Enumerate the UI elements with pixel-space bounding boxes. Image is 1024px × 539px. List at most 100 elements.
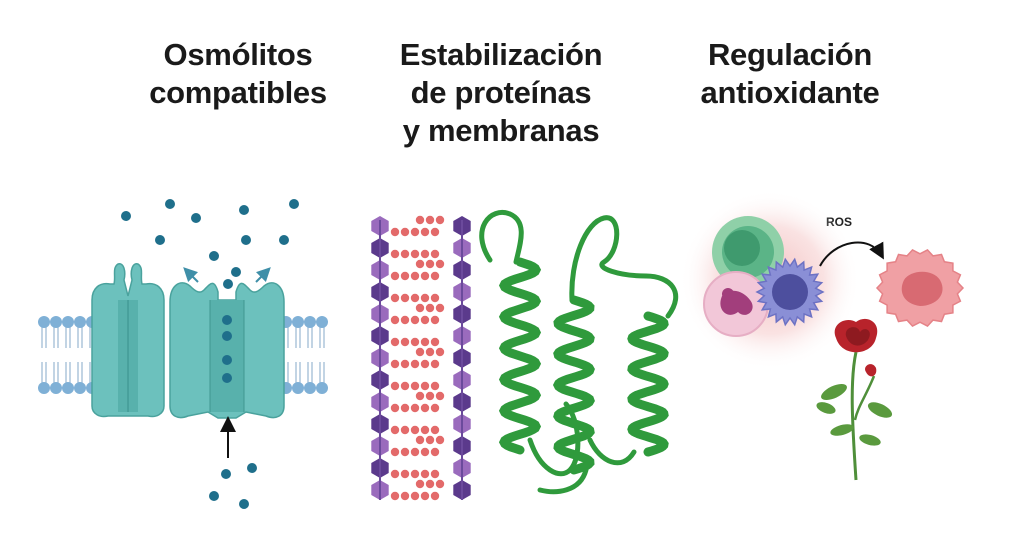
spiky-cell (755, 257, 825, 327)
chain-bead (425, 435, 435, 445)
osmolyte (222, 331, 232, 341)
chain-bead (410, 337, 420, 347)
efflux-arrow (183, 267, 199, 283)
chain-bead (410, 249, 420, 259)
title-line: antioxidante (700, 75, 880, 110)
chain-bead (390, 271, 400, 281)
chain-bead (390, 425, 400, 435)
pink-cell (703, 271, 769, 337)
lipid-head (50, 316, 62, 328)
chain-bead (425, 479, 435, 489)
chain-bead (435, 479, 445, 489)
chain-bead (390, 315, 400, 325)
chain-bead (420, 249, 430, 259)
chain-bead (425, 347, 435, 357)
chain-bead (400, 293, 410, 303)
chain-bead (430, 381, 440, 391)
title-line: y membranas (402, 113, 600, 148)
closed-channel (91, 263, 165, 418)
chain-bead (430, 227, 440, 237)
chain-bead (410, 469, 420, 479)
title-line: compatibles (149, 75, 327, 110)
chain-bead (390, 403, 400, 413)
chain-bead (400, 491, 410, 501)
antioxidant-panel (680, 190, 965, 481)
chain-bead (415, 435, 425, 445)
chain-bead (435, 259, 445, 269)
chain-bead (400, 403, 410, 413)
chain-bead (390, 381, 400, 391)
chain-bead (410, 403, 420, 413)
chain-bead (435, 391, 445, 401)
lipid-head (304, 382, 316, 394)
lipid-head (316, 382, 328, 394)
green-cell (712, 216, 784, 288)
title-line: Regulación (707, 37, 873, 72)
chain-bead (435, 347, 445, 357)
title-line: Estabilización (399, 37, 603, 72)
title-line: Osmólitos (163, 37, 313, 72)
panel-title-osmolytes: Osmólitos compatibles (118, 36, 358, 112)
chain-bead (400, 315, 410, 325)
chain-bead (430, 469, 440, 479)
chain-bead (415, 259, 425, 269)
chain-bead (420, 381, 430, 391)
lipid-head (316, 316, 328, 328)
chain-bead (410, 359, 420, 369)
lipid-head (62, 382, 74, 394)
chain-bead (390, 337, 400, 347)
osmolyte (222, 373, 232, 383)
chain-bead (410, 271, 420, 281)
chain-bead (420, 447, 430, 457)
chain-bead (390, 293, 400, 303)
lipid-head (292, 316, 304, 328)
chain-bead (430, 403, 440, 413)
chain-bead (390, 249, 400, 259)
chain-bead (415, 215, 425, 225)
lipid-head (50, 382, 62, 394)
chain-bead (425, 303, 435, 313)
lipid-head (74, 316, 86, 328)
chain-bead (435, 303, 445, 313)
alpha-helix-protein (479, 210, 679, 495)
efflux-arrow (255, 267, 271, 283)
chain-bead (420, 403, 430, 413)
chain-bead (390, 227, 400, 237)
chain-bead (420, 315, 430, 325)
lipid-chain-column (371, 215, 471, 501)
chain-bead (400, 249, 410, 259)
title-line: de proteínas (410, 75, 592, 110)
chain-bead (420, 469, 430, 479)
chain-bead (410, 425, 420, 435)
chain-bead (420, 491, 430, 501)
chain-bead (430, 249, 440, 259)
chain-bead (425, 391, 435, 401)
chain-bead (420, 227, 430, 237)
chain-bead (400, 227, 410, 237)
chain-bead (400, 381, 410, 391)
chain-bead (415, 479, 425, 489)
osmolyte (222, 355, 232, 365)
chain-bead (415, 347, 425, 357)
chain-bead (400, 469, 410, 479)
ros-arrow (819, 241, 884, 267)
stabilization-panel (371, 210, 679, 501)
lipid-head (38, 316, 50, 328)
chain-bead (430, 491, 440, 501)
chain-bead (420, 271, 430, 281)
chain-bead (390, 469, 400, 479)
chain-bead (415, 391, 425, 401)
osmolyte (222, 315, 232, 325)
chain-bead (430, 293, 440, 303)
chain-bead (390, 359, 400, 369)
lipid-head (304, 316, 316, 328)
panel-title-stabilization: Estabilización de proteínas y membranas (356, 36, 646, 150)
chain-bead (400, 337, 410, 347)
chain-bead (410, 491, 420, 501)
chain-bead (430, 271, 440, 281)
chain-bead (410, 447, 420, 457)
chain-bead (415, 303, 425, 313)
chain-bead (420, 359, 430, 369)
chain-bead (410, 293, 420, 303)
